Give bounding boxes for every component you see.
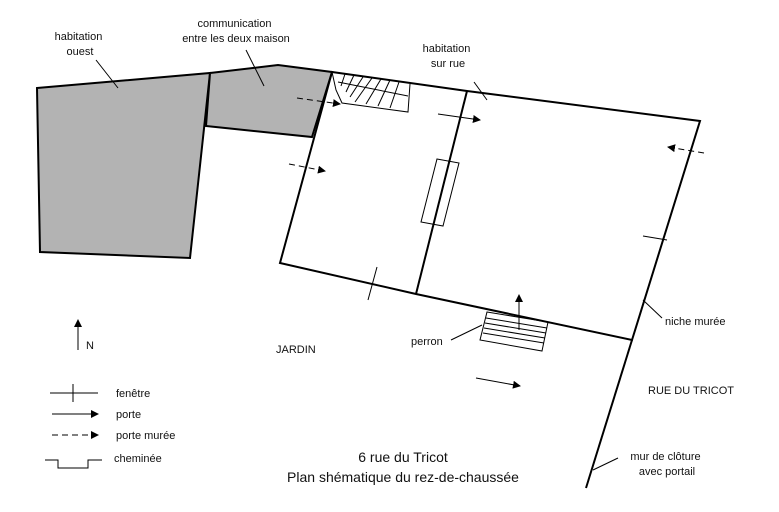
label-connecting-passage: communication entre les deux maison	[182, 18, 290, 45]
leader-line	[245, 49, 265, 87]
legend-door-label: porte	[116, 409, 141, 421]
garden-wall	[585, 339, 633, 489]
walled-door-arrow	[288, 163, 326, 174]
window-marker	[367, 266, 378, 301]
leader-line	[95, 59, 119, 89]
connecting-passage	[204, 63, 334, 139]
leader-line	[450, 324, 483, 341]
walled-door-arrow	[667, 144, 705, 154]
label-street: RUE DU TRICOT	[648, 385, 734, 397]
label-walled-niche: niche murée	[665, 316, 726, 328]
window-marker	[642, 235, 668, 241]
legend-walled-door-label: porte murée	[116, 430, 175, 442]
staircase	[331, 71, 411, 113]
legend-window-label: fenêtre	[116, 388, 150, 400]
label-street-dwelling: habitation sur rue	[423, 43, 474, 70]
legend: fenêtre porte porte murée cheminée	[45, 384, 175, 469]
leader-line	[592, 457, 619, 471]
label-garden-wall: mur de clôture avec portail	[630, 451, 703, 478]
label-perron: perron	[411, 336, 443, 348]
north-label: N	[86, 340, 94, 352]
west-dwelling	[35, 71, 212, 260]
chimney	[420, 158, 460, 227]
plan-subtitle: Plan shématique du rez-de-chaussée	[287, 469, 519, 485]
perron-steps	[479, 311, 549, 352]
door-arrow	[437, 113, 481, 123]
legend-chimney-symbol	[45, 459, 102, 469]
leader-line	[642, 299, 663, 319]
walled-door-arrow	[296, 97, 341, 107]
label-west-dwelling: habitation ouest	[55, 31, 106, 58]
plan-title: 6 rue du Tricot	[358, 449, 448, 465]
leader-line	[473, 81, 488, 101]
door-arrow	[475, 377, 521, 389]
legend-chimney-label: cheminée	[114, 453, 162, 465]
interior-wall	[415, 90, 468, 295]
label-garden: JARDIN	[276, 344, 316, 356]
main-house-outline	[278, 70, 702, 342]
